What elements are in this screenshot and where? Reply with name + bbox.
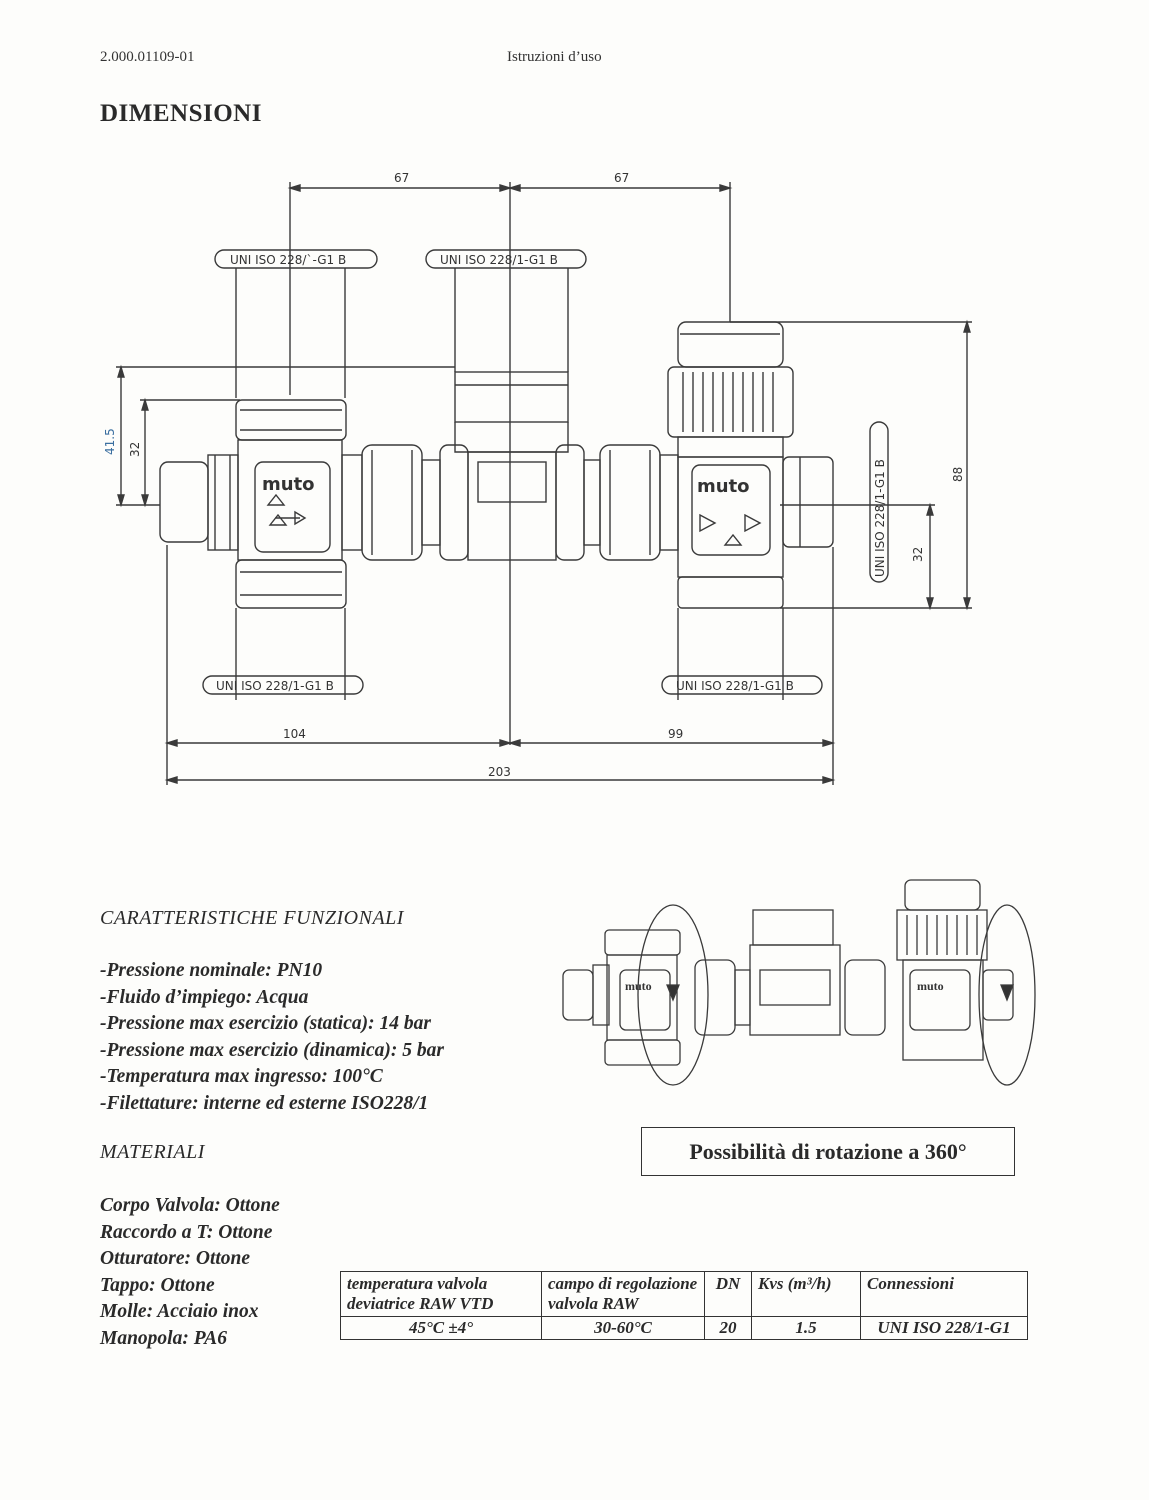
material-item: Raccordo a T: Ottone	[100, 1221, 273, 1243]
dimension-top: 67 67	[287, 171, 733, 745]
dim-right-inner: 32	[911, 547, 925, 562]
thread-label-bottom-left: UNI ISO 228/1-G1 B	[216, 679, 334, 693]
thread-callout-bottom-right: UNI ISO 228/1-G1 B	[661, 608, 823, 700]
dim-bottom-right: 99	[668, 727, 683, 741]
dim-top-right: 67	[614, 171, 629, 185]
document-code: 2.000.01109-01	[100, 49, 195, 65]
thread-label-right: UNI ISO 228/1-G1 B	[873, 459, 887, 577]
col-header-kvs: Kvs (m³/h)	[751, 1271, 861, 1317]
thread-label-bottom-right: UNI ISO 228/1-G1 B	[676, 679, 794, 693]
feature-item: -Filettature: interne ed esterne ISO228/…	[100, 1092, 429, 1114]
dim-left-inner: 32	[128, 442, 142, 457]
material-item: Manopola: PA6	[100, 1327, 227, 1349]
thread-callout-bottom-left: UNI ISO 228/1-G1 B	[202, 608, 364, 700]
col-header-connections: Connessioni	[860, 1271, 1028, 1317]
dim-top-left: 67	[394, 171, 409, 185]
table-row: 45°C ±4° 30-60°C 20 1.5 UNI ISO 228/1-G1	[340, 1316, 1028, 1340]
cell-range: 30-60°C	[541, 1316, 705, 1340]
cell-connections: UNI ISO 228/1-G1	[860, 1316, 1028, 1340]
thread-label-top-mid: UNI ISO 228/1-G1 B	[440, 253, 558, 267]
dim-left-outer: 41.5	[103, 428, 117, 455]
document-type: Istruzioni d’uso	[507, 49, 602, 65]
valve-dimension-drawing: 67 67 UNI ISO 228/`-G1 B UNI ISO 228/1-G…	[103, 171, 972, 785]
feature-item: -Pressione max esercizio (dinamica): 5 b…	[100, 1039, 444, 1061]
rotation-caption: Possibilità di rotazione a 360°	[641, 1127, 1015, 1176]
material-item: Molle: Acciaio inox	[100, 1301, 259, 1322]
rotation-illustration: muto muto	[562, 879, 1036, 1086]
feature-item: -Fluido d’impiego: Acqua	[100, 986, 309, 1008]
dim-bottom-left: 104	[283, 727, 306, 741]
middle-fittings	[361, 371, 679, 561]
brand-logo-left: muto	[262, 474, 315, 495]
materials-heading: MATERIALI	[100, 1141, 205, 1163]
right-valve: muto	[667, 321, 834, 609]
col-header-temperature: temperatura valvola deviatrice RAW VTD	[340, 1271, 542, 1317]
material-item: Tappo: Ottone	[100, 1274, 215, 1296]
cell-dn: 20	[704, 1316, 752, 1340]
brand-logo-right: muto	[697, 476, 750, 497]
page-title: DIMENSIONI	[100, 100, 262, 127]
thread-callout-top-mid: UNI ISO 228/1-G1 B	[425, 249, 587, 372]
feature-item: -Temperatura max ingresso: 100°C	[100, 1066, 383, 1087]
dim-right-outer: 88	[951, 467, 965, 482]
table-header-row: temperatura valvola deviatrice RAW VTD c…	[340, 1271, 1028, 1317]
left-valve: muto	[159, 399, 363, 609]
cell-temperature: 45°C ±4°	[340, 1316, 542, 1340]
thread-label-top-left: UNI ISO 228/`-G1 B	[230, 253, 346, 267]
dimension-bottom: 104 99 203	[164, 545, 836, 785]
feature-item: -Pressione max esercizio (statica): 14 b…	[100, 1013, 431, 1034]
brand-logo-small-right: muto	[917, 979, 944, 993]
col-header-range: campo di regolazione valvola RAW	[541, 1271, 705, 1317]
feature-item: -Pressione nominale: PN10	[100, 960, 323, 981]
features-heading: CARATTERISTICHE FUNZIONALI	[100, 907, 404, 929]
material-item: Otturatore: Ottone	[100, 1248, 251, 1269]
material-item: Corpo Valvola: Ottone	[100, 1195, 280, 1216]
spec-table: temperatura valvola deviatrice RAW VTD c…	[340, 1271, 1028, 1340]
features-list: -Pressione nominale: PN10 -Fluido d’impi…	[100, 958, 444, 1117]
col-header-dn: DN	[704, 1271, 752, 1317]
cell-kvs: 1.5	[751, 1316, 861, 1340]
materials-list: Corpo Valvola: Ottone Raccordo a T: Otto…	[100, 1193, 280, 1352]
thread-callout-top-left: UNI ISO 228/`-G1 B	[214, 249, 378, 398]
dim-bottom-total: 203	[488, 765, 511, 779]
dimension-right: 88 32 UNI ISO 228/1-G1 B	[730, 319, 972, 611]
dimension-left: 41.5 32	[103, 364, 455, 508]
